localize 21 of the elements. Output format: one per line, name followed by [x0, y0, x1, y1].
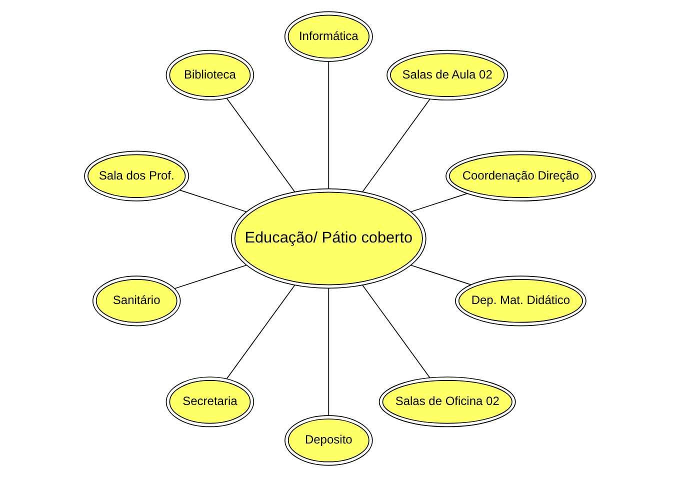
connector [410, 193, 467, 212]
node-ellipse: Sala dos Prof. [84, 150, 189, 202]
connector [226, 284, 295, 380]
node-ellipse: Salas de Aula 02 [386, 50, 508, 100]
connector [174, 264, 247, 289]
node-ellipse: Informática [284, 11, 372, 62]
connector [179, 190, 247, 212]
connector [328, 288, 329, 416]
node-ellipse: Biblioteca [165, 50, 254, 100]
connector [328, 61, 329, 190]
connector [226, 98, 295, 192]
node-ellipse: Deposito [284, 415, 372, 466]
node-ellipse: Salas de Oficina 02 [378, 376, 516, 428]
node-ellipse: Educação/ Pátio coberto [230, 188, 426, 289]
connector [410, 264, 471, 286]
connector [362, 284, 430, 378]
node-ellipse: Sanitário [92, 276, 180, 326]
connector [362, 98, 430, 192]
node-ellipse: Dep. Mat. Didático [454, 276, 586, 326]
node-ellipse: Coordenação Direção [445, 150, 596, 202]
node-ellipse: Secretaria [165, 376, 254, 428]
